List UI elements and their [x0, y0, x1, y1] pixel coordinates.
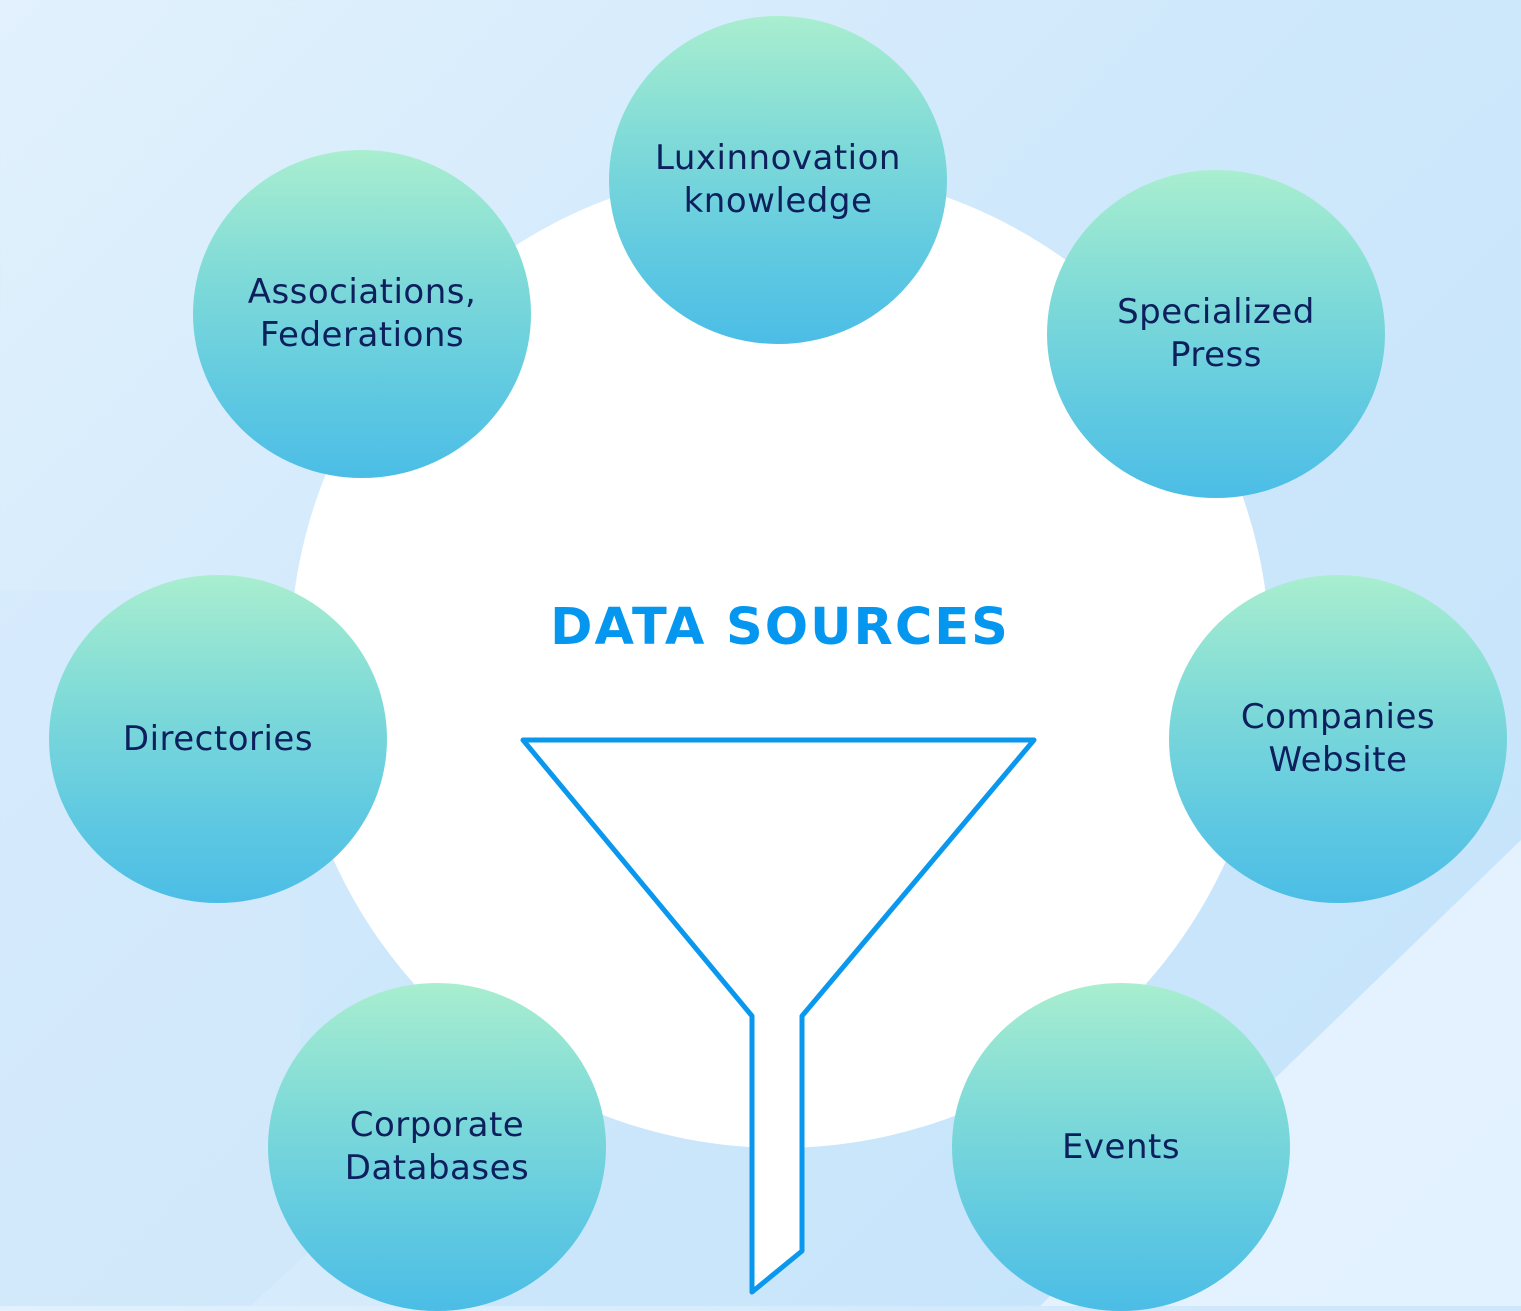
diagram-title: DATA SOURCES	[550, 598, 1010, 657]
source-label-specialized-press: Specialized Press	[1117, 292, 1315, 375]
source-label-companies-website: Companies Website	[1240, 697, 1436, 780]
source-bubble-companies-website: Companies Website	[1169, 575, 1507, 903]
source-bubble-luxinnovation: Luxinnovation knowledge	[609, 16, 947, 344]
source-bubble-associations: Associations, Federations	[193, 150, 531, 478]
source-label-luxinnovation: Luxinnovation knowledge	[655, 138, 901, 221]
source-bubble-specialized-press: Specialized Press	[1047, 170, 1385, 498]
source-bubble-directories: Directories	[49, 575, 387, 903]
source-label-directories: Directories	[122, 718, 314, 759]
source-label-corporate-databases: Corporate Databases	[344, 1105, 530, 1188]
source-bubble-events: Events	[952, 983, 1290, 1311]
source-label-associations: Associations, Federations	[247, 272, 477, 355]
source-label-events: Events	[1061, 1126, 1181, 1167]
source-bubble-corporate-databases: Corporate Databases	[268, 983, 606, 1311]
